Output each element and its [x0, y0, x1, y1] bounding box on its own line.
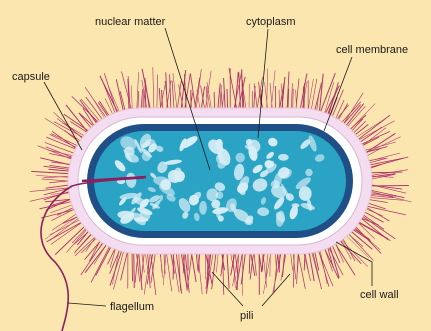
- pili-label: pili: [240, 310, 253, 322]
- cell-wall-label: cell wall: [360, 289, 399, 301]
- nuclear-matter-label: nuclear matter: [95, 16, 166, 28]
- capsule-label: capsule: [12, 71, 50, 83]
- cytoplasm-label: cytoplasm: [246, 16, 296, 28]
- flagellum-label: flagellum: [110, 301, 154, 313]
- cell-membrane-label: cell membrane: [336, 44, 408, 56]
